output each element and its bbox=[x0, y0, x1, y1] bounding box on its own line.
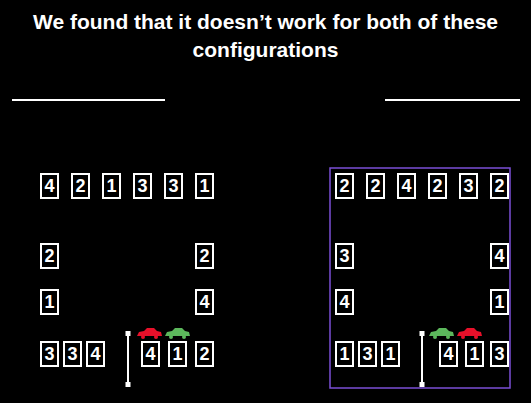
parking-space: 4 bbox=[335, 289, 354, 315]
parking-space: 1 bbox=[490, 289, 509, 315]
space-number: 1 bbox=[106, 176, 116, 196]
space-number: 4 bbox=[145, 344, 155, 364]
parking-space: 2 bbox=[366, 173, 385, 199]
parking-space: 2 bbox=[195, 341, 214, 367]
space-number: 2 bbox=[199, 246, 209, 266]
parking-space: 1 bbox=[102, 173, 121, 199]
space-number: 1 bbox=[199, 176, 209, 196]
selection-frame bbox=[330, 168, 510, 388]
parking-space: 1 bbox=[168, 341, 187, 367]
parking-space: 3 bbox=[40, 341, 59, 367]
parking-space: 4 bbox=[40, 173, 59, 199]
space-number: 1 bbox=[494, 292, 504, 312]
space-number: 3 bbox=[463, 176, 473, 196]
parking-space: 1 bbox=[335, 341, 354, 367]
title-rule bbox=[385, 99, 520, 101]
parking-space: 1 bbox=[195, 173, 214, 199]
parking-space: 1 bbox=[381, 341, 400, 367]
parking-space: 3 bbox=[133, 173, 152, 199]
space-number: 1 bbox=[469, 344, 479, 364]
space-number: 3 bbox=[339, 246, 349, 266]
parking-space: 2 bbox=[490, 173, 509, 199]
space-number: 2 bbox=[44, 246, 54, 266]
space-number: 2 bbox=[199, 344, 209, 364]
space-number: 3 bbox=[44, 344, 54, 364]
space-number: 1 bbox=[172, 344, 182, 364]
parking-space: 3 bbox=[358, 341, 377, 367]
green-car bbox=[165, 328, 190, 339]
space-number: 1 bbox=[44, 292, 54, 312]
space-number: 2 bbox=[75, 176, 85, 196]
title-rule bbox=[12, 99, 165, 101]
gate bbox=[126, 331, 131, 387]
parking-space: 3 bbox=[490, 341, 509, 367]
space-number: 3 bbox=[67, 344, 77, 364]
parking-space: 4 bbox=[439, 341, 458, 367]
parking-space: 1 bbox=[465, 341, 484, 367]
space-number: 1 bbox=[339, 344, 349, 364]
space-number: 3 bbox=[362, 344, 372, 364]
space-number: 4 bbox=[90, 344, 100, 364]
space-number: 4 bbox=[443, 344, 453, 364]
parking-space: 3 bbox=[164, 173, 183, 199]
parking-space: 4 bbox=[195, 289, 214, 315]
space-number: 3 bbox=[137, 176, 147, 196]
space-number: 4 bbox=[199, 292, 209, 312]
space-number: 4 bbox=[401, 176, 411, 196]
space-number: 2 bbox=[432, 176, 442, 196]
space-number: 1 bbox=[385, 344, 395, 364]
parking-space: 2 bbox=[195, 243, 214, 269]
space-number: 2 bbox=[370, 176, 380, 196]
green-car bbox=[429, 328, 454, 339]
parking-space: 4 bbox=[490, 243, 509, 269]
parking-space: 3 bbox=[63, 341, 82, 367]
space-number: 2 bbox=[494, 176, 504, 196]
parking-space: 2 bbox=[335, 173, 354, 199]
parking-space: 2 bbox=[71, 173, 90, 199]
parking-space: 4 bbox=[141, 341, 160, 367]
space-number: 4 bbox=[339, 292, 349, 312]
space-number: 4 bbox=[494, 246, 504, 266]
space-number: 3 bbox=[168, 176, 178, 196]
title: We found that it doesn’t work for both o… bbox=[6, 8, 525, 64]
red-car bbox=[137, 328, 162, 339]
parking-space: 1 bbox=[40, 289, 59, 315]
space-number: 2 bbox=[339, 176, 349, 196]
red-car bbox=[457, 328, 482, 339]
parking-space: 4 bbox=[86, 341, 105, 367]
parking-space: 2 bbox=[40, 243, 59, 269]
parking-space: 3 bbox=[459, 173, 478, 199]
parking-space: 3 bbox=[335, 243, 354, 269]
parking-space: 4 bbox=[397, 173, 416, 199]
space-number: 3 bbox=[494, 344, 504, 364]
space-number: 4 bbox=[44, 176, 54, 196]
gate bbox=[420, 331, 425, 387]
parking-space: 2 bbox=[428, 173, 447, 199]
